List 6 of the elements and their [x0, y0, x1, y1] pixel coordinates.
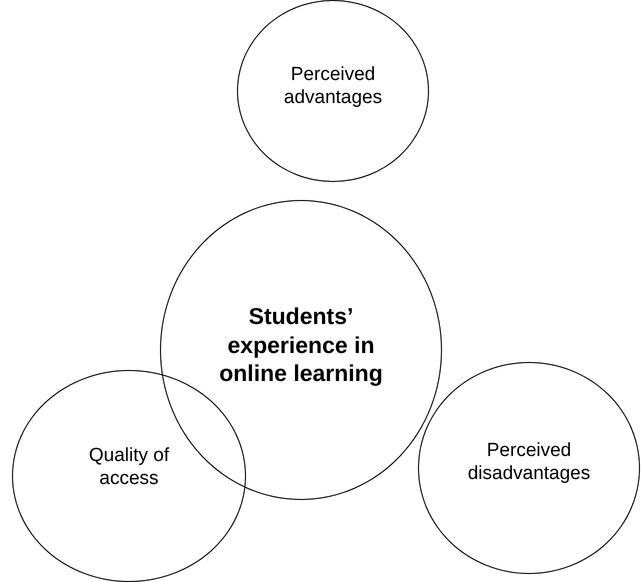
circle-label: Perceived advantages: [282, 64, 384, 110]
circle: [237, 0, 429, 182]
circle-label: Students’ experience in online learning: [218, 302, 384, 388]
circle-label: Perceived disadvantages: [466, 440, 592, 486]
circle: [418, 362, 640, 574]
circle-label: Quality of access: [88, 445, 170, 491]
